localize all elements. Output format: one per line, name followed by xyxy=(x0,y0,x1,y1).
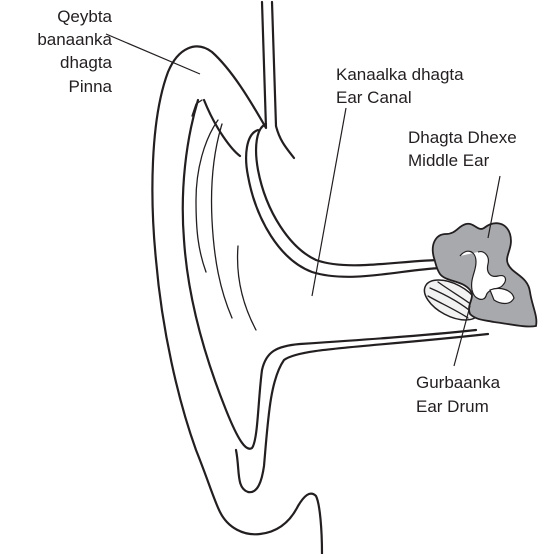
pinna-leader xyxy=(106,34,200,74)
label-pinna: Qeybta banaanka dhagta Pinna xyxy=(37,7,112,96)
middle-ear-label-line1: Dhagta Dhexe xyxy=(408,128,517,147)
ear-canal-label-line2: Ear Canal xyxy=(336,88,412,107)
pinna-label-line4: Pinna xyxy=(69,77,113,96)
pinna-outline xyxy=(152,2,488,554)
pinna-label-line3: dhagta xyxy=(60,53,113,72)
ear-drum-label-line2: Ear Drum xyxy=(416,397,489,416)
middle-ear-label-line2: Middle Ear xyxy=(408,151,490,170)
label-ear-canal: Kanaalka dhagta Ear Canal xyxy=(336,65,464,107)
label-ear-drum: Gurbaanka Ear Drum xyxy=(416,373,501,416)
pinna-label-line1: Qeybta xyxy=(57,7,112,26)
label-middle-ear: Dhagta Dhexe Middle Ear xyxy=(408,128,517,170)
pinna-label-line2: banaanka xyxy=(37,30,112,49)
ear-canal-leader xyxy=(312,108,346,296)
ear-canal-label-line1: Kanaalka dhagta xyxy=(336,65,464,84)
ear-drum-label-line1: Gurbaanka xyxy=(416,373,501,392)
